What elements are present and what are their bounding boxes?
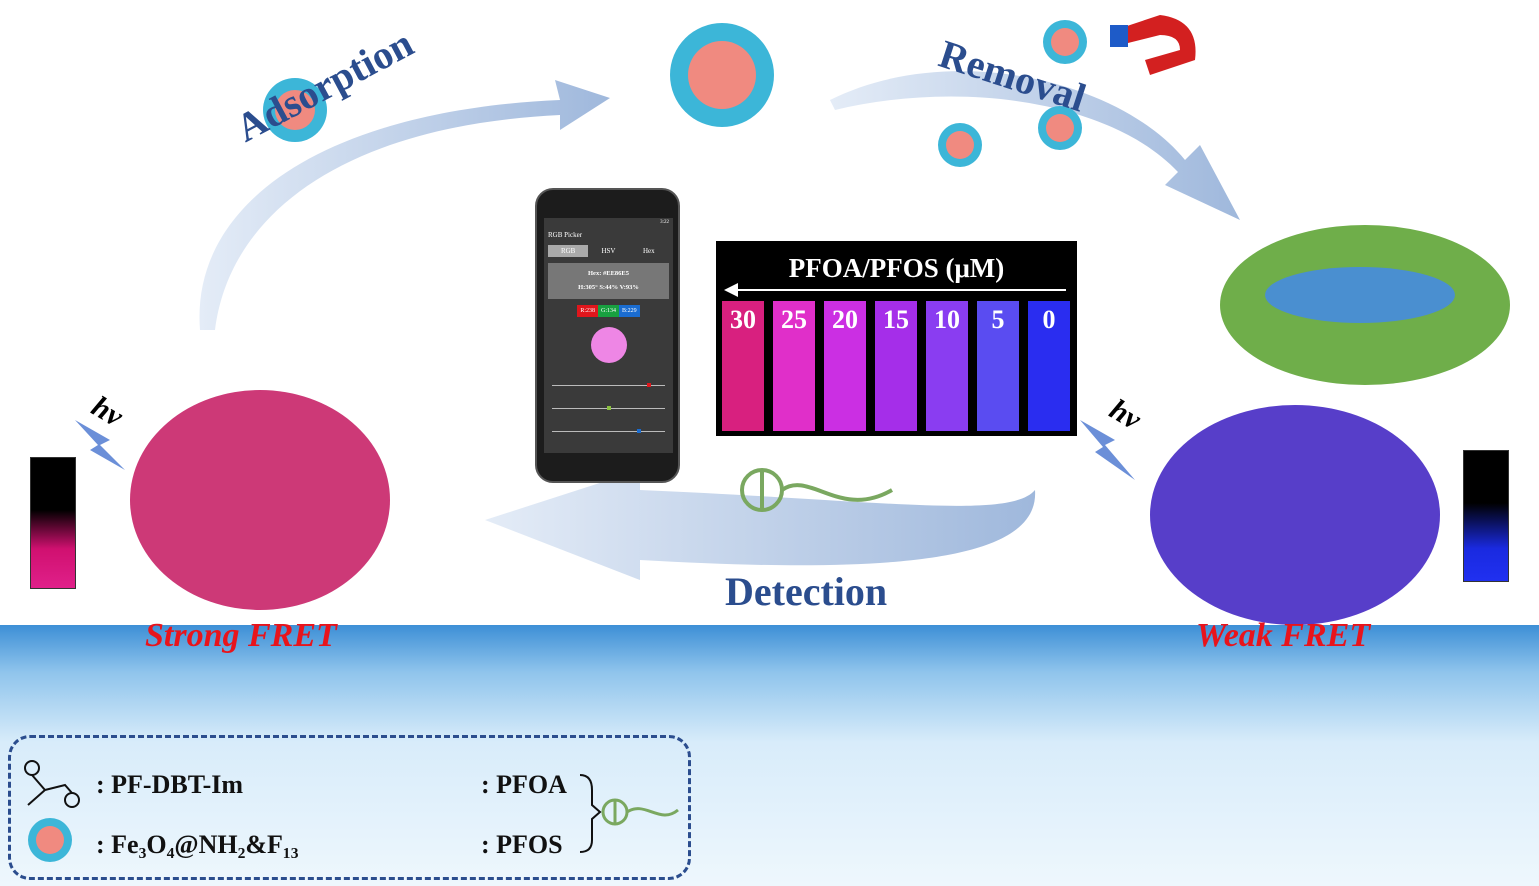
strip-title: PFOA/PFOS (μM) [788, 253, 1005, 283]
color-bar-15: 15 [875, 301, 917, 431]
strong-fret-label: Strong FRET [145, 617, 337, 654]
legend-pf-dbt-im: : PF-DBT-Im [96, 770, 244, 799]
app-title: RGB Picker [548, 231, 583, 239]
detection-label: Detection [725, 569, 888, 614]
legend-pfoa: : PFOA [481, 770, 567, 799]
magnet-icon [1110, 15, 1196, 75]
legend-box: : PF-DBT-Im : Fe₃O₄@NH₂&F₁₃ : PFOA : PFO… [8, 735, 691, 880]
smartphone: 3:22 RGB Picker RGB HSV Hex Hex: #EE86E5… [535, 188, 680, 483]
color-bar-0: 0 [1028, 301, 1070, 431]
adsorption-arrow [199, 80, 611, 330]
color-bar-10: 10 [926, 301, 968, 431]
rgb-values: R:238 G:134 B:229 [544, 305, 673, 317]
removal-arrow [830, 71, 1240, 220]
water-background [0, 625, 1539, 886]
left-arrow-icon [724, 283, 1066, 297]
phone-tabs: RGB HSV Hex [548, 245, 669, 257]
detection-arrow [485, 470, 1036, 580]
color-bar-20: 20 [824, 301, 866, 431]
green-slider[interactable] [552, 406, 665, 410]
lightning-left-icon [75, 420, 125, 470]
pfas-probe-icon [740, 468, 893, 512]
blue-slider[interactable] [552, 429, 665, 433]
vial-pink [30, 457, 76, 589]
legend-fe3o4: : Fe₃O₄@NH₂&F₁₃ [96, 830, 299, 859]
color-bar-5: 5 [977, 301, 1019, 431]
lightning-right-icon [1080, 420, 1135, 480]
color-bar-25: 25 [773, 301, 815, 431]
r-value: R:238 [577, 305, 598, 317]
tab-hsv[interactable]: HSV [601, 247, 616, 255]
legend-probe-icon [601, 798, 679, 826]
status-time: 3:22 [660, 220, 669, 225]
vial-blue [1463, 450, 1509, 582]
weak-fret-glow [1150, 405, 1440, 625]
g-value: G:134 [598, 305, 619, 317]
tab-rgb[interactable]: RGB [548, 245, 589, 257]
color-readout: Hex: #EE86E5 H:305° S:44% V:93% [548, 263, 669, 299]
color-swatch [590, 327, 627, 363]
brace-icon [579, 774, 602, 853]
hex-value: Hex: #EE86E5 [588, 270, 629, 277]
phone-screen: 3:22 RGB Picker RGB HSV Hex Hex: #EE86E5… [544, 218, 673, 453]
status-bar: 3:22 [544, 218, 673, 227]
hsv-value: H:305° S:44% V:93% [578, 284, 639, 291]
color-bar-30: 30 [722, 301, 764, 431]
pf-dbt-im-icon [24, 760, 80, 808]
red-slider[interactable] [552, 383, 665, 387]
strong-fret-glow [130, 390, 390, 610]
tab-hex[interactable]: Hex [642, 247, 655, 255]
weak-fret-label: Weak FRET [1196, 617, 1371, 654]
b-value: B:229 [619, 305, 640, 317]
legend-pfos: : PFOS [481, 830, 563, 859]
